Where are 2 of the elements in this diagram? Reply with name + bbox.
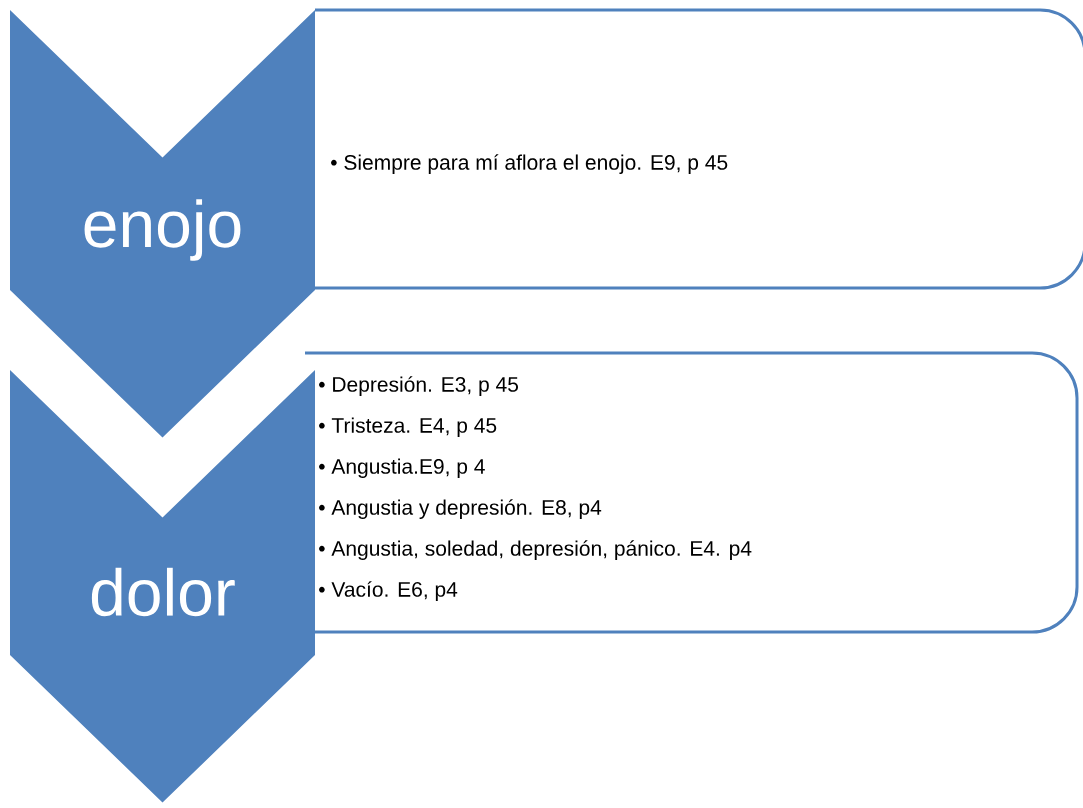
bullet-list-box: • Depresión. E3, p 45 • Tristeza. E4, p 45 • Angustia.E9, p 4 • Angustia y depresión. E8, p4 • Angustia, soledad, depresión, pánico. E4. p4 • Vacío. E6, p4	[305, 351, 1079, 634]
bullet-list-box: • Siempre para mí aflora el enojo. E9, p 45	[315, 8, 1083, 290]
